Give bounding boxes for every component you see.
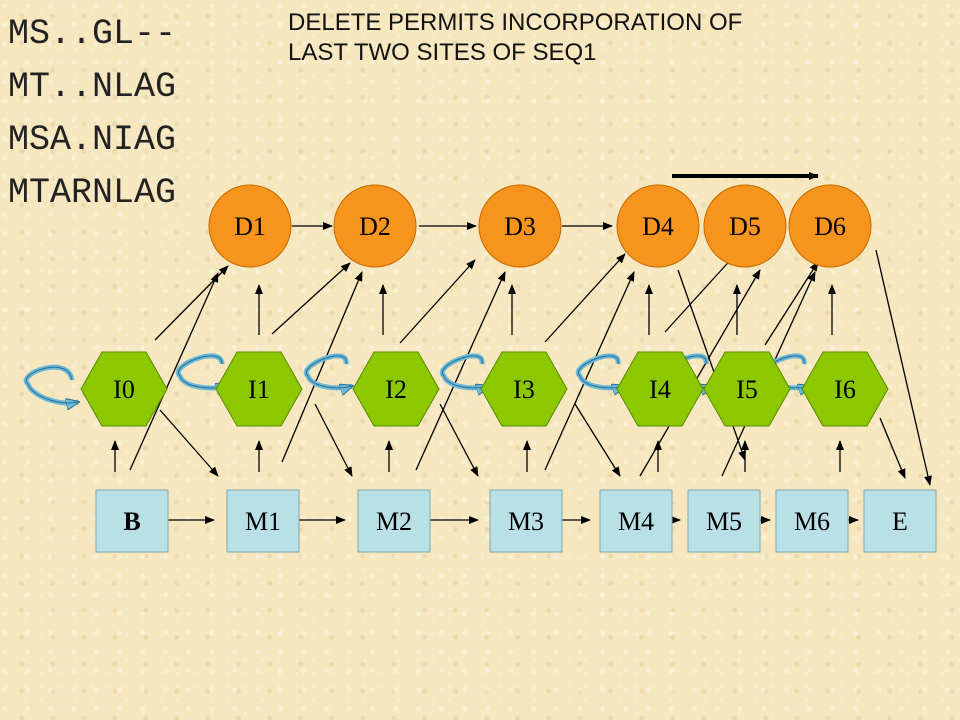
insert-state-i0: I0: [80, 351, 168, 427]
transition-arrow: [159, 409, 219, 477]
insert-state-label: I0: [113, 375, 135, 404]
match-state-m5: M5: [687, 489, 761, 553]
sequence-1: MS..GL--: [8, 14, 177, 54]
transition-arrow: [639, 269, 761, 477]
delete-state-d6: D6: [788, 184, 872, 268]
self-loop-arrow: [303, 353, 352, 388]
transition-arrow: [281, 271, 363, 463]
match-state-label: M2: [376, 507, 412, 536]
transition-arrow: [574, 403, 621, 477]
self-loop-outline: [25, 366, 79, 404]
delete-state-d4: D4: [616, 184, 700, 268]
transition-arrow: [439, 403, 479, 477]
insert-states: I0 I1 I2 I3 I4 I5 I6: [80, 351, 889, 427]
delete-state-label: D5: [729, 212, 761, 241]
annotation-line-2: LAST TWO SITES OF SEQ1: [288, 39, 597, 66]
self-loop-outline: [577, 355, 625, 389]
match-state-m4: M4: [599, 489, 673, 553]
delete-state-label: D1: [234, 212, 266, 241]
transition-arrow: [875, 249, 932, 486]
match-state-label: M4: [618, 507, 654, 536]
self-loop-arrow: [575, 353, 624, 388]
sequence-4: MTARNLAG: [8, 173, 177, 213]
sequence-3: MSA.NIAG: [8, 120, 177, 160]
transition-arrow: [664, 254, 736, 333]
transition-arrow: [879, 417, 906, 479]
insert-state-label: I1: [248, 375, 270, 404]
transition-arrow: [129, 272, 219, 471]
delete-state-label: D3: [504, 212, 536, 241]
match-states: B M1 M2 M3 M4 M5 M6 E: [95, 489, 937, 553]
delete-state-d3: D3: [478, 184, 562, 268]
sequence-2: MT..NLAG: [8, 67, 177, 107]
transition-arrow: [764, 261, 819, 346]
delete-state-d5: D5: [703, 184, 787, 268]
transition-arrow: [154, 265, 229, 341]
transition-arrow: [544, 271, 635, 471]
delete-state-label: D2: [359, 212, 391, 241]
insert-state-i1: I1: [215, 351, 303, 427]
insert-state-i3: I3: [480, 351, 568, 427]
aligned-sequences: MS..GL-- MT..NLAG MSA.NIAG MTARNLAG: [8, 8, 176, 220]
insert-state-i2: I2: [352, 351, 440, 427]
transition-arrow: [544, 253, 626, 343]
self-loop-outline: [441, 355, 489, 389]
match-state-m6: M6: [775, 489, 849, 553]
insert-state-label: I6: [834, 375, 856, 404]
delete-states: D1 D2 D3 D4 D5 D6: [208, 184, 872, 268]
insert-state-label: I4: [649, 375, 671, 404]
annotation-line-1: DELETE PERMITS INCORPORATION OF: [288, 9, 743, 36]
transition-arrow: [271, 262, 351, 335]
insert-state-i5: I5: [703, 351, 791, 427]
match-state-label: M1: [245, 507, 281, 536]
transition-arrow: [399, 259, 476, 344]
match-state-label: M6: [794, 507, 830, 536]
insert-state-label: I3: [513, 375, 535, 404]
end-state: E: [863, 489, 937, 553]
transition-arrow: [415, 271, 506, 471]
delete-state-label: D4: [642, 212, 674, 241]
delete-state-d1: D1: [208, 184, 292, 268]
insert-state-i6: I6: [801, 351, 889, 427]
transition-arrow: [314, 403, 353, 477]
begin-state: B: [95, 489, 169, 553]
match-state-m3: M3: [489, 489, 563, 553]
insert-state-label: I5: [736, 375, 758, 404]
annotation-text: DELETE PERMITS INCORPORATION OF LAST TWO…: [288, 8, 908, 68]
match-state-label: M3: [508, 507, 544, 536]
delete-state-d2: D2: [333, 184, 417, 268]
delete-state-label: D6: [814, 212, 846, 241]
transition-arrow: [677, 269, 746, 461]
match-state-m1: M1: [226, 489, 300, 553]
match-state-m2: M2: [357, 489, 431, 553]
match-state-label: M5: [706, 507, 742, 536]
self-loop-outline: [305, 355, 353, 389]
match-state-label: B: [123, 507, 140, 536]
match-state-label: E: [892, 507, 908, 536]
self-loop-outline: [177, 355, 229, 389]
insert-state-label: I2: [385, 375, 407, 404]
insert-state-i4: I4: [616, 351, 704, 427]
transition-arrows: [111, 222, 932, 524]
